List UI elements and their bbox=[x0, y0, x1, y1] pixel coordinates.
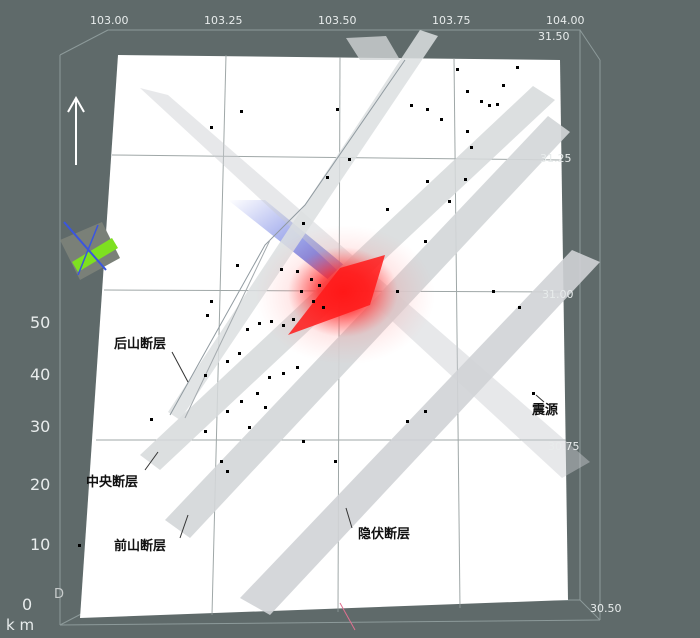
right-tick-5: 30.50 bbox=[590, 602, 622, 615]
top-tick-1: 103.00 bbox=[90, 14, 129, 27]
depth-tick-20: 20 bbox=[30, 475, 50, 494]
houshan-edge bbox=[184, 239, 271, 419]
orientation-cube-icon bbox=[60, 221, 120, 280]
top-tick-5: 104.00 bbox=[546, 14, 585, 27]
depth-tick-50: 50 bbox=[30, 313, 50, 332]
positive-anomaly-wedge bbox=[288, 255, 385, 335]
depth-tick-0: 0 bbox=[22, 595, 32, 614]
label-houshan-fault: 后山断层 bbox=[114, 336, 166, 352]
label-qianshan-fault: 前山断层 bbox=[114, 538, 166, 554]
right-tick-2: 31.25 bbox=[540, 152, 572, 165]
right-tick-1: 31.50 bbox=[538, 30, 570, 43]
label-leaders bbox=[144, 351, 545, 539]
fault-plane-yinfu bbox=[240, 250, 600, 615]
depth-tick-30: 30 bbox=[30, 417, 50, 436]
depth-unit: k m bbox=[6, 616, 34, 634]
label-yinfu-fault: 隐伏断层 bbox=[358, 526, 410, 542]
top-tick-4: 103.75 bbox=[432, 14, 471, 27]
depth-tick-40: 40 bbox=[30, 365, 50, 384]
top-tick-3: 103.50 bbox=[318, 14, 357, 27]
top-tick-2: 103.25 bbox=[204, 14, 243, 27]
right-tick-4: 30.75 bbox=[548, 440, 580, 453]
corner-mark: D bbox=[54, 587, 64, 602]
depth-tick-10: 10 bbox=[30, 535, 50, 554]
fault-top-flap bbox=[346, 36, 400, 60]
houshan-trace bbox=[169, 59, 406, 416]
label-zhenyuan: 震源 bbox=[531, 402, 558, 418]
right-tick-3: 31.00 bbox=[542, 288, 574, 301]
vertical-marker bbox=[339, 602, 356, 631]
hypocenter-points bbox=[78, 66, 535, 547]
north-arrow-icon bbox=[67, 95, 85, 165]
label-zhongyang-fault: 中央断层 bbox=[86, 474, 138, 490]
